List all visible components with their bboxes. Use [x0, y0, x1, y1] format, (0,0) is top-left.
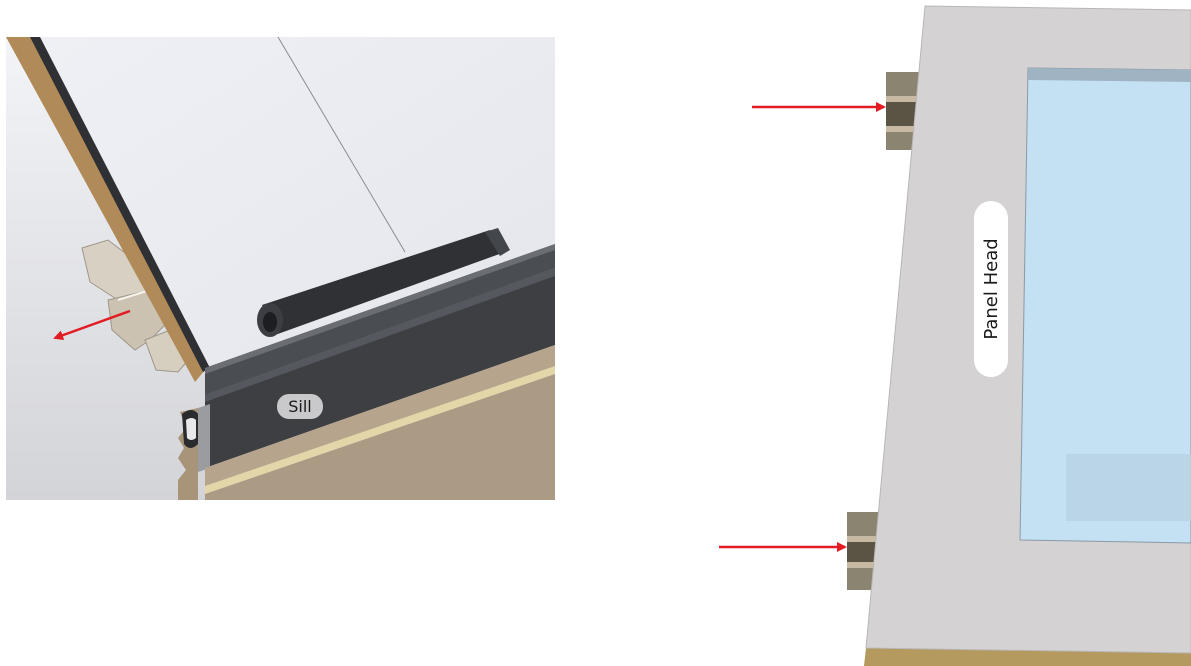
sill-end-cap — [198, 404, 210, 472]
removal-arrow-left — [53, 309, 131, 340]
base-wood-lower — [205, 374, 555, 500]
panel-head-label: Panel Head — [974, 201, 1008, 377]
top-mounting-bracket — [886, 72, 920, 150]
glass-inner-panel — [1066, 454, 1191, 521]
panel-head-label-text: Panel Head — [981, 238, 1002, 339]
panel-seam-line — [277, 37, 406, 253]
base-profile-edge — [178, 408, 198, 500]
sill-flange-highlight — [205, 244, 555, 374]
panel-wood-edge — [6, 37, 205, 382]
sill-label: Sill — [277, 394, 323, 419]
base-wood-top — [205, 345, 555, 492]
gasket-seal — [257, 228, 510, 337]
base-wood-stripe — [205, 366, 555, 494]
panel-bottom-wood — [864, 648, 1191, 666]
sill-top-flange — [205, 244, 555, 395]
glass-top-strip — [1028, 68, 1191, 82]
sill-face-edge — [205, 268, 555, 402]
panel-head-view: Panel Head — [719, 5, 1191, 666]
sill-label-text: Sill — [288, 397, 312, 416]
panel-dark-edge — [30, 37, 210, 372]
sill-detail-view: Sill — [6, 37, 555, 500]
